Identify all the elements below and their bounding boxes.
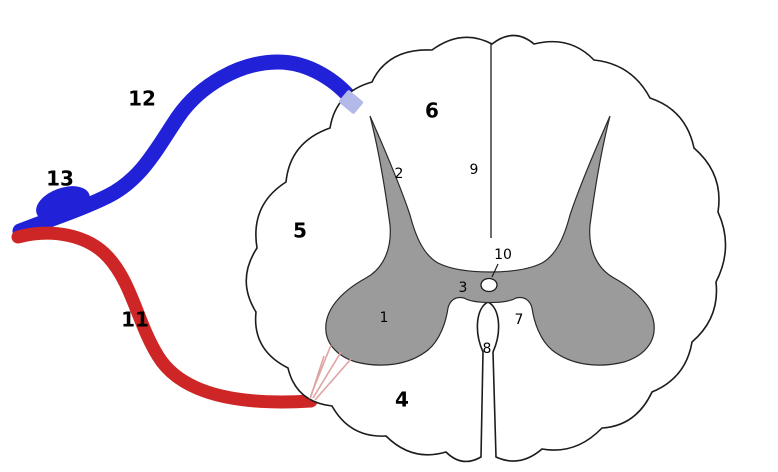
dorsal-root-ganglion [36,186,90,222]
gray-matter [325,115,655,366]
label-dorsal-horn: 2 [395,166,404,182]
label-anterior-white-commissure: 7 [515,312,524,328]
ventral-rootlets [309,344,352,401]
label-lateral-funiculus: 5 [293,219,307,243]
ventral-root-fiber [11,226,318,409]
label-posterior-median-sulcus: 9 [470,162,479,178]
label-anterior-funiculus: 4 [395,388,409,412]
label-ventral-root: 11 [121,308,149,332]
label-central-canal: 10 [494,247,512,263]
central-canal-pointer-line [491,263,499,278]
label-gray-commissure: 3 [459,280,468,296]
label-anterior-median-fissure: 8 [483,341,492,357]
label-dorsal-root: 12 [128,87,156,111]
root-entry-zone-patch [339,90,363,114]
label-posterior-funiculus: 6 [425,99,439,123]
central-canal [480,277,498,293]
label-ventral-horn: 1 [380,310,389,326]
label-dorsal-root-ganglion: 13 [46,167,74,191]
